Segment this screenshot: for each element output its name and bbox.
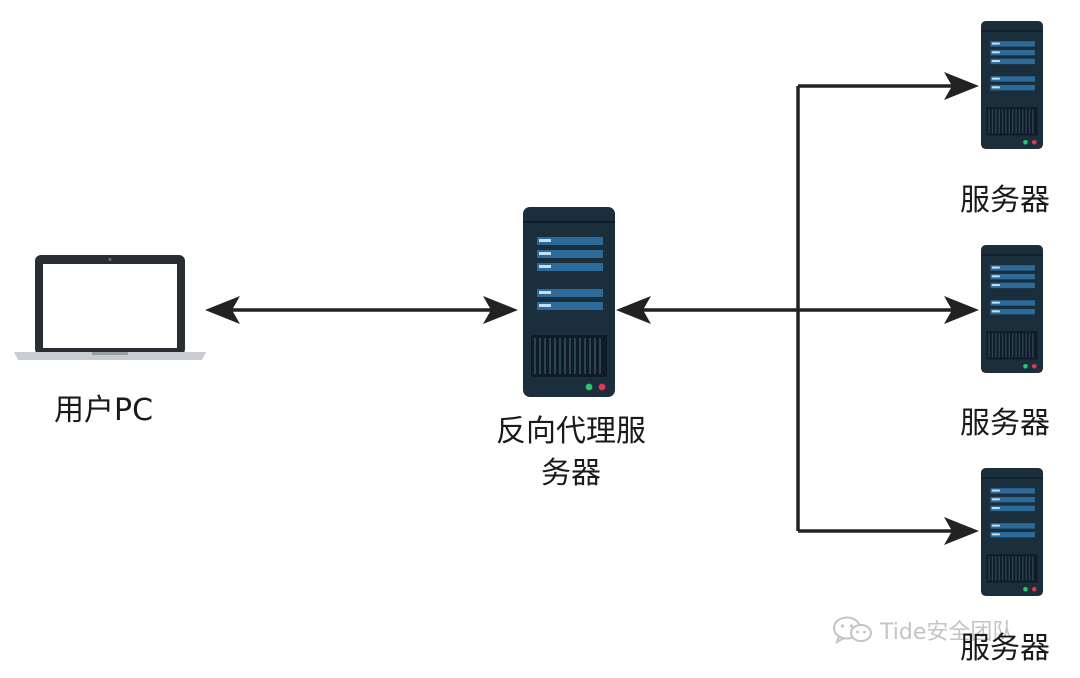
server-icon-1 [981, 20, 1043, 150]
reverse-proxy-label-line2: 务器 [541, 456, 601, 491]
server-label-3: 服务器 [960, 631, 1050, 666]
server-icon-3 [981, 467, 1043, 597]
watermark-text: Tide安全团队 [880, 620, 1015, 645]
server-icon-2 [981, 244, 1043, 374]
reverse-proxy-label-line1: 反向代理服 [496, 414, 646, 449]
watermark: Tide安全团队 [832, 614, 1014, 646]
user-pc-label: 用户PC [54, 393, 154, 428]
arrowhead-left-pc [205, 296, 240, 324]
server-label-1: 服务器 [960, 183, 1050, 218]
laptop-icon [14, 255, 206, 360]
arrowhead-server-1 [944, 72, 979, 100]
wechat-icon [833, 616, 872, 645]
reverse-proxy-server-icon [523, 207, 615, 397]
arrowhead-left-proxy [616, 296, 651, 324]
arrowhead-right-proxy [483, 296, 518, 324]
arrowhead-server-2 [944, 296, 979, 324]
reverse-proxy-label: 反向代理服 务器 [478, 411, 664, 495]
server-label-2: 服务器 [960, 406, 1050, 441]
arrowhead-server-3 [944, 517, 979, 545]
